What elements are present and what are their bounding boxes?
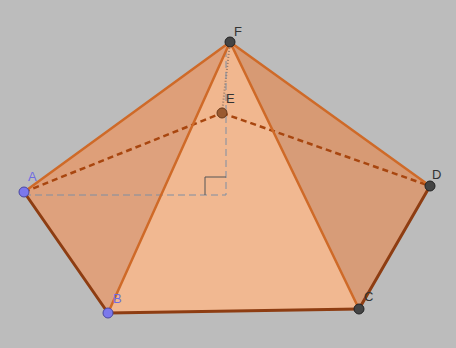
point xyxy=(217,108,227,118)
point-label: E xyxy=(226,92,235,105)
point xyxy=(225,37,235,47)
base-edges xyxy=(24,186,430,313)
point xyxy=(425,181,435,191)
hidden-edge xyxy=(222,113,430,186)
face xyxy=(230,42,430,309)
point-label: A xyxy=(28,170,37,183)
point-label: F xyxy=(234,25,242,38)
point xyxy=(103,308,113,318)
point xyxy=(354,304,364,314)
helper-line xyxy=(24,195,226,196)
point-label: B xyxy=(113,292,122,305)
lateral-edges xyxy=(24,42,430,313)
point-label: C xyxy=(364,290,373,303)
point-label: D xyxy=(432,168,441,181)
height-line xyxy=(226,50,227,195)
point xyxy=(19,187,29,197)
right-angle-mark xyxy=(205,177,226,195)
